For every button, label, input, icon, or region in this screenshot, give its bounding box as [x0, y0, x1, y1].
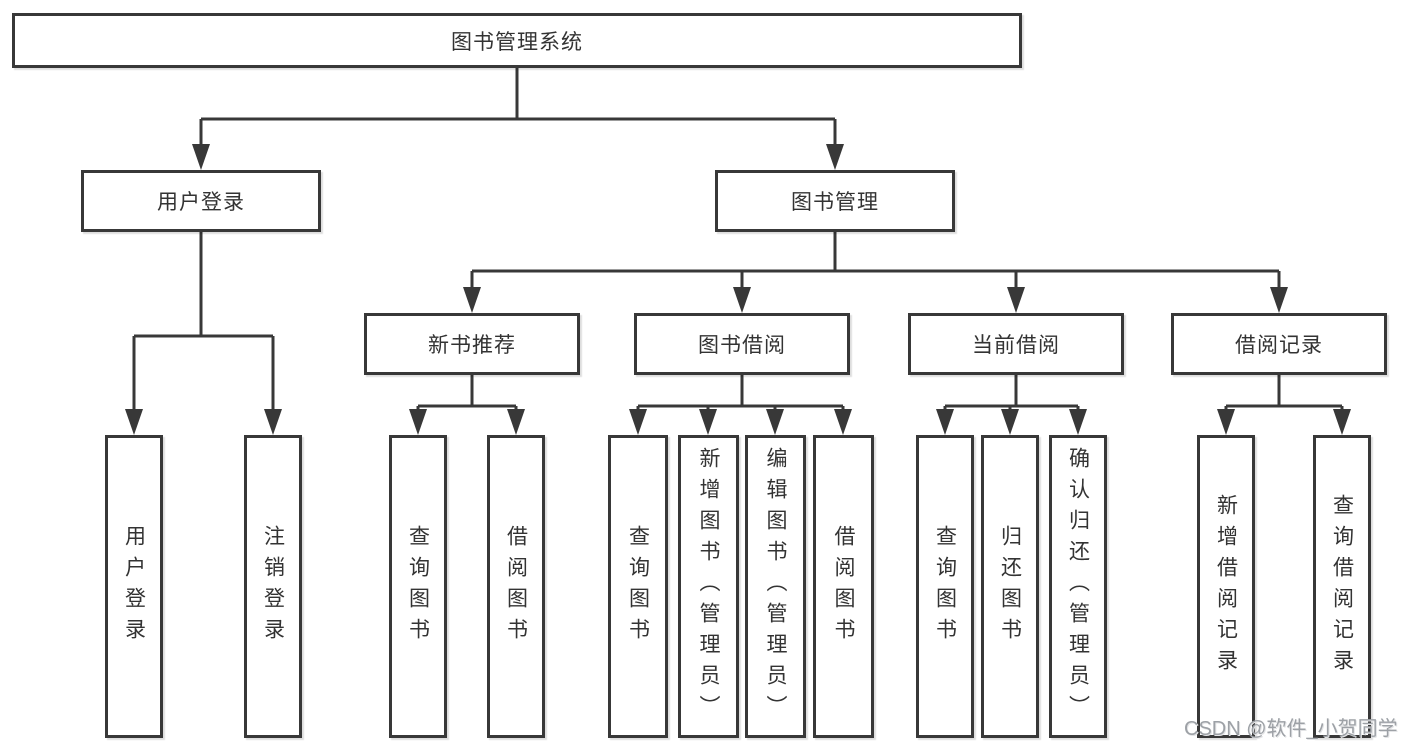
- leaf-borrow-borrow-books: 借阅图书: [813, 435, 874, 738]
- leaf-current-query-books: 查询图书: [916, 435, 974, 738]
- node-book-borrow: 图书借阅: [634, 313, 850, 375]
- node-book-management-label: 图书管理: [791, 191, 879, 214]
- leaf-add-borrow-record: 新增借阅记录: [1197, 435, 1255, 738]
- leaf-user-login: 用户登录: [105, 435, 163, 738]
- node-borrow-records-label: 借阅记录: [1235, 334, 1323, 357]
- node-book-borrow-label: 图书借阅: [698, 334, 786, 357]
- leaf-edit-books-admin: 编辑图书（管理员）: [745, 435, 806, 738]
- leaf-return-books-label: 归还图书: [998, 524, 1022, 649]
- leaf-borrow-query-books: 查询图书: [608, 435, 668, 738]
- leaf-borrow-borrow-books-label: 借阅图书: [832, 524, 855, 649]
- arrowheads: [125, 144, 1351, 435]
- node-root: 图书管理系统: [12, 13, 1022, 68]
- node-root-label: 图书管理系统: [451, 30, 583, 54]
- leaf-add-borrow-record-label: 新增借阅记录: [1214, 493, 1238, 680]
- leaf-logout-label: 注销登录: [261, 524, 285, 649]
- leaf-current-query-books-label: 查询图书: [933, 524, 957, 649]
- leaf-recommend-borrow-books: 借阅图书: [487, 435, 545, 738]
- node-borrow-records: 借阅记录: [1171, 313, 1387, 375]
- leaf-add-books-admin-label: 新增图书（管理员）: [697, 447, 720, 726]
- leaf-query-borrow-record-label: 查询借阅记录: [1330, 493, 1354, 680]
- leaf-query-borrow-record: 查询借阅记录: [1313, 435, 1371, 738]
- node-user-login-label: 用户登录: [157, 191, 245, 214]
- leaf-recommend-borrow-books-label: 借阅图书: [504, 524, 528, 649]
- node-new-book-recommend-label: 新书推荐: [428, 334, 516, 357]
- leaf-confirm-return-admin: 确认归还（管理员）: [1049, 435, 1107, 738]
- node-book-management: 图书管理: [715, 170, 955, 232]
- leaf-confirm-return-admin-label: 确认归还（管理员）: [1066, 447, 1090, 726]
- leaf-borrow-query-books-label: 查询图书: [626, 524, 650, 649]
- node-current-borrow-label: 当前借阅: [972, 334, 1060, 357]
- node-new-book-recommend: 新书推荐: [364, 313, 580, 375]
- leaf-user-login-label: 用户登录: [122, 524, 146, 649]
- node-current-borrow: 当前借阅: [908, 313, 1124, 375]
- leaf-add-books-admin: 新增图书（管理员）: [678, 435, 739, 738]
- leaf-logout: 注销登录: [244, 435, 302, 738]
- csdn-watermark: CSDN @软件_小贺同学: [1184, 718, 1398, 740]
- leaf-recommend-query-books: 查询图书: [389, 435, 447, 738]
- node-user-login: 用户登录: [81, 170, 321, 232]
- leaf-edit-books-admin-label: 编辑图书（管理员）: [764, 447, 787, 726]
- leaf-recommend-query-books-label: 查询图书: [406, 524, 430, 649]
- leaf-return-books: 归还图书: [981, 435, 1039, 738]
